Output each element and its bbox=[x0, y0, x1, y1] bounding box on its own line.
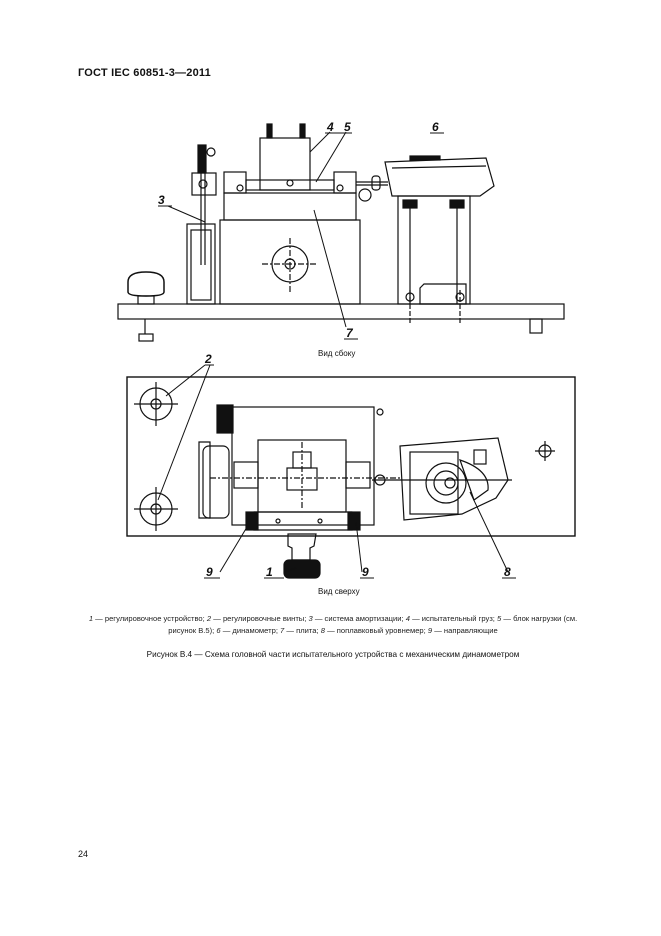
page-number: 24 bbox=[78, 849, 89, 859]
test-weight bbox=[259, 137, 311, 191]
label-7: 7 bbox=[346, 326, 354, 340]
label-5: 5 bbox=[344, 120, 351, 134]
base-plate bbox=[117, 303, 565, 320]
label-2: 2 bbox=[204, 352, 212, 366]
dynamometer-stand bbox=[397, 195, 471, 305]
top-view-caption: Вид сверху bbox=[318, 587, 360, 596]
label-4: 4 bbox=[326, 120, 334, 134]
dynamometer-side bbox=[384, 157, 495, 197]
label-9-left: 9 bbox=[206, 565, 213, 579]
dynamometer-top bbox=[399, 437, 509, 521]
label-8: 8 bbox=[504, 565, 511, 579]
label-1: 1 bbox=[266, 565, 273, 579]
label-3: 3 bbox=[158, 193, 165, 207]
label-6: 6 bbox=[432, 120, 439, 134]
side-view-caption: Вид сбоку bbox=[318, 349, 355, 358]
adjusting-knob-side bbox=[127, 271, 165, 297]
label-9-right: 9 bbox=[362, 565, 369, 579]
plate-top-view bbox=[126, 376, 576, 537]
document-header: ГОСТ IEC 60851-3—2011 bbox=[78, 67, 211, 79]
figure-caption: Рисунок В.4 — Схема головной части испыт… bbox=[146, 650, 520, 659]
guides bbox=[249, 511, 357, 531]
figure-legend: 1 — регулировочное устройство; 2 — регул… bbox=[88, 614, 578, 635]
